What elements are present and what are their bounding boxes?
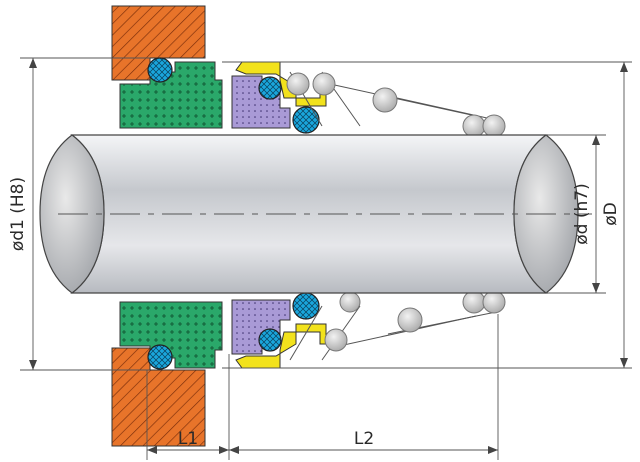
label-L1: L1 bbox=[178, 429, 198, 449]
seat-oring-bottom bbox=[147, 344, 173, 370]
retainer-bottom bbox=[235, 323, 327, 369]
ring-oring-bottom-2 bbox=[258, 328, 282, 352]
dimension-arrows bbox=[29, 58, 628, 454]
ring-oring-top-1 bbox=[258, 76, 282, 100]
seat-oring-top bbox=[147, 57, 173, 83]
label-d1: ød1 (H8) bbox=[8, 177, 28, 251]
label-D: øD bbox=[601, 202, 621, 226]
ring-oring-top-2 bbox=[292, 106, 320, 134]
label-d: ød (h7) bbox=[572, 183, 592, 244]
label-L2: L2 bbox=[354, 429, 374, 449]
stationary-seat-bottom bbox=[119, 301, 223, 369]
ring-oring-bottom-1 bbox=[292, 292, 320, 320]
